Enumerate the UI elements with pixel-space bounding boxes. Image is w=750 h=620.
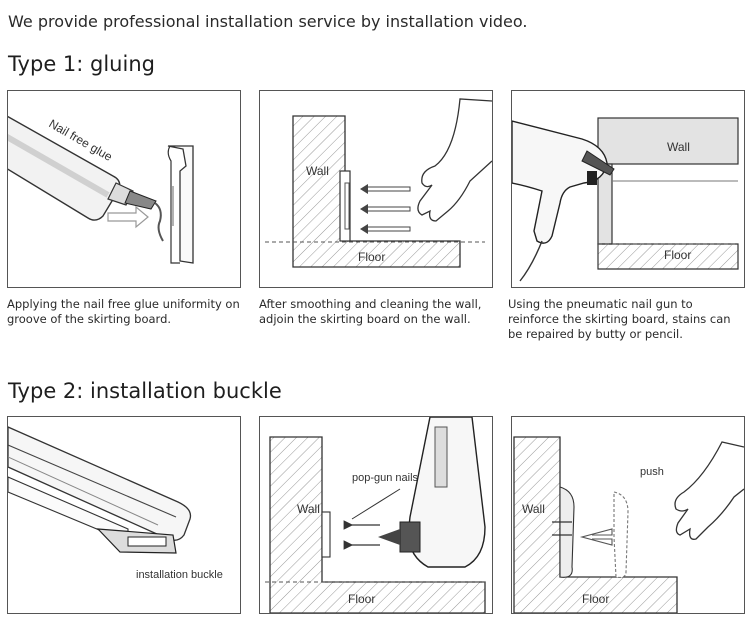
push-board-panel: Wall Floor push bbox=[511, 416, 745, 614]
panel-1-2-caption: After smoothing and cleaning the wall, a… bbox=[259, 297, 482, 326]
wall-label: Wall bbox=[306, 164, 329, 178]
hollow-arrow-icon bbox=[107, 205, 149, 229]
wall-label: Wall bbox=[297, 502, 320, 516]
glue-bead bbox=[154, 202, 164, 242]
wall-label: Wall bbox=[667, 140, 690, 154]
nail-gun-panel: Wall Floor bbox=[511, 90, 745, 288]
type2-heading: Type 2: installation buckle bbox=[8, 379, 282, 403]
hand-illustration bbox=[417, 98, 492, 222]
floor-label: Floor bbox=[664, 248, 691, 262]
type1-heading: Type 1: gluing bbox=[8, 52, 155, 76]
arrow-icon bbox=[343, 520, 380, 550]
adjoin-board-panel: Wall Floor bbox=[259, 90, 493, 288]
panel-1-3-caption: Using the pneumatic nail gun to reinforc… bbox=[508, 297, 731, 341]
wall-block bbox=[597, 117, 739, 165]
wall-section bbox=[292, 115, 461, 268]
pop-gun-nails-panel: Wall Floor pop-gun nails bbox=[259, 416, 493, 614]
floor-label: Floor bbox=[358, 250, 385, 264]
pop-gun-nails-label: pop-gun nails bbox=[352, 472, 419, 484]
hand-illustration bbox=[674, 441, 744, 540]
arrow-icon bbox=[579, 528, 613, 546]
buckle-label: installation buckle bbox=[136, 569, 223, 581]
skirting-profile-illustration bbox=[8, 426, 192, 554]
glue-tube-panel: Nail free glue bbox=[7, 90, 241, 288]
wall-label: Wall bbox=[522, 502, 545, 516]
buckle-profile-panel: installation buckle bbox=[7, 416, 241, 614]
wall-section bbox=[269, 436, 486, 613]
intro-text: We provide professional installation ser… bbox=[8, 12, 528, 31]
arrow-icon bbox=[360, 184, 411, 234]
skirting-board-profile bbox=[613, 491, 629, 578]
panel-1-1-caption: Applying the nail free glue uniformity o… bbox=[7, 297, 240, 326]
wall-section bbox=[513, 436, 678, 613]
nail-gun-illustration bbox=[512, 120, 615, 282]
glue-tube-illustration: Nail free glue bbox=[8, 115, 157, 221]
nail-gun-illustration bbox=[378, 417, 486, 568]
skirting-board-profile bbox=[167, 145, 194, 264]
floor-label: Floor bbox=[582, 592, 609, 606]
floor-label: Floor bbox=[348, 592, 375, 606]
push-label: push bbox=[640, 466, 664, 478]
